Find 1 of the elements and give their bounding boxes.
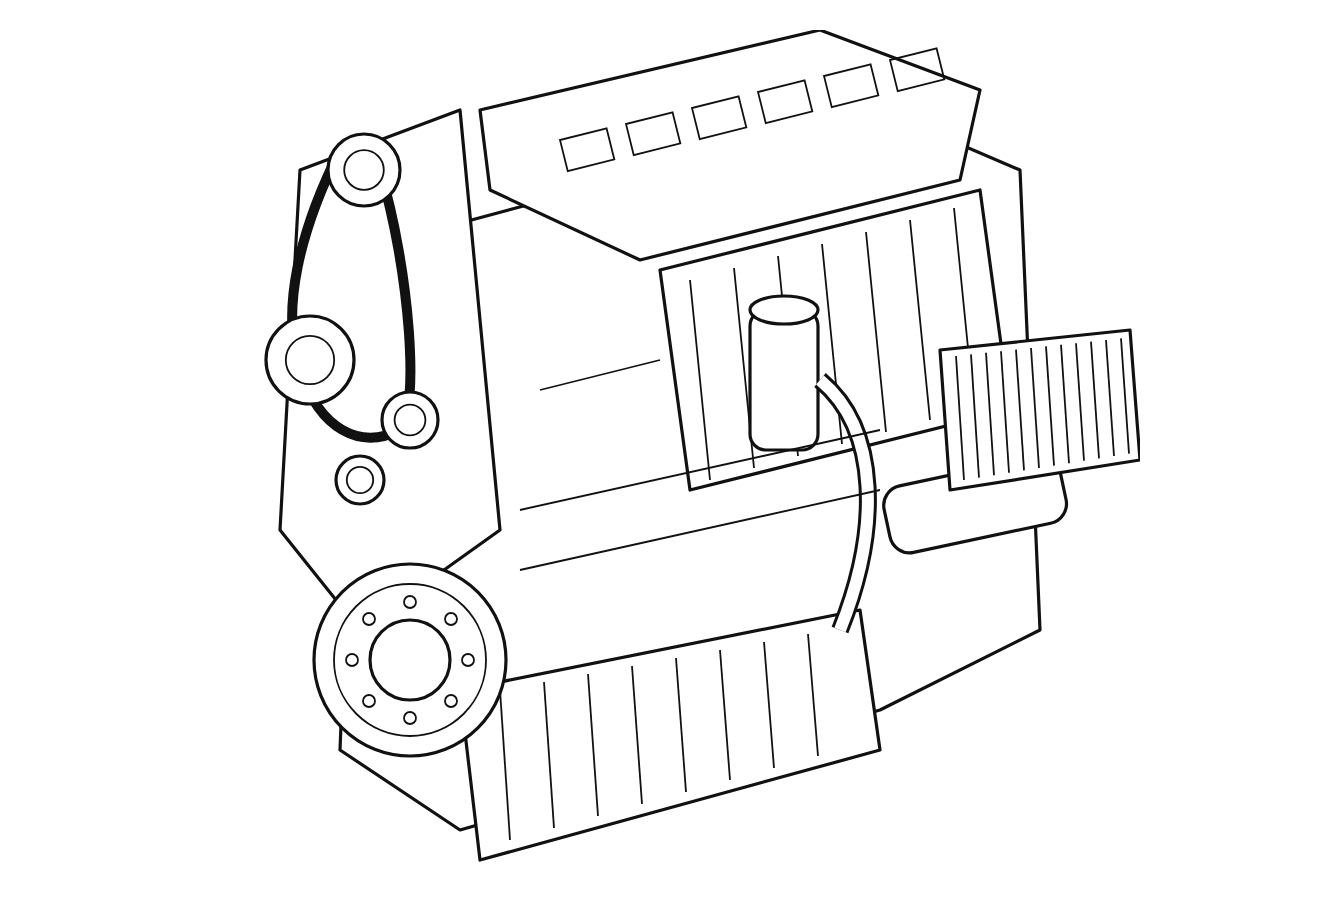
engine-drawing [264, 30, 1140, 862]
